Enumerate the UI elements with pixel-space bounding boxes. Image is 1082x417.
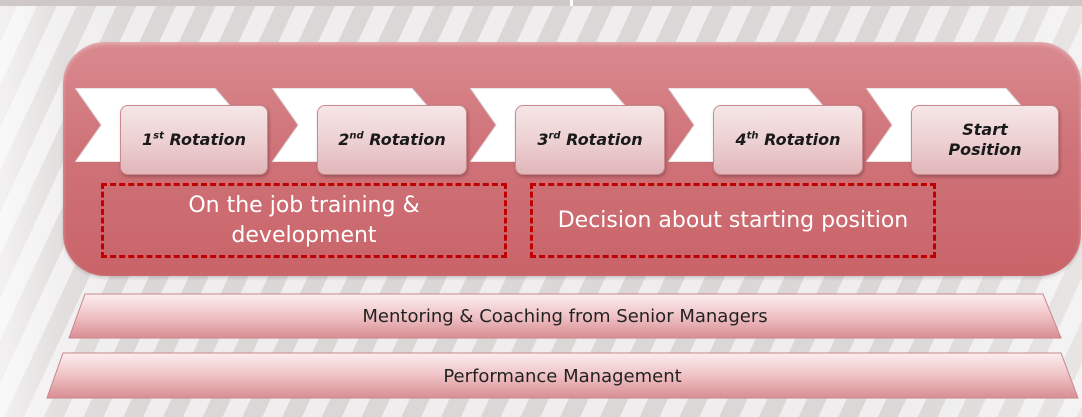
mentoring-bar: Mentoring & Coaching from Senior Manager…	[67, 290, 1063, 342]
phase-training-text: On the job training & development	[188, 192, 420, 248]
step-label: 2nd Rotation	[338, 130, 446, 149]
phase-decision-box: Decision about starting position	[530, 183, 936, 258]
phase-decision-text: Decision about starting position	[557, 207, 909, 233]
step-1st-rotation: 1st Rotation	[120, 105, 268, 175]
step-label: 1st Rotation	[142, 130, 246, 149]
performance-bar: Performance Management	[45, 350, 1080, 402]
mentoring-label: Mentoring & Coaching from Senior Manager…	[362, 305, 768, 327]
step-label: 3rd Rotation	[537, 130, 643, 149]
performance-label: Performance Management	[443, 365, 682, 387]
step-4th-rotation: 4th Rotation	[713, 105, 863, 175]
step-2nd-rotation: 2nd Rotation	[317, 105, 467, 175]
step-label: 4th Rotation	[735, 130, 841, 149]
top-border-strip	[0, 0, 1082, 6]
phase-training-box: On the job training & development	[101, 183, 507, 258]
step-3rd-rotation: 3rd Rotation	[515, 105, 665, 175]
top-strip-gap	[570, 0, 573, 6]
